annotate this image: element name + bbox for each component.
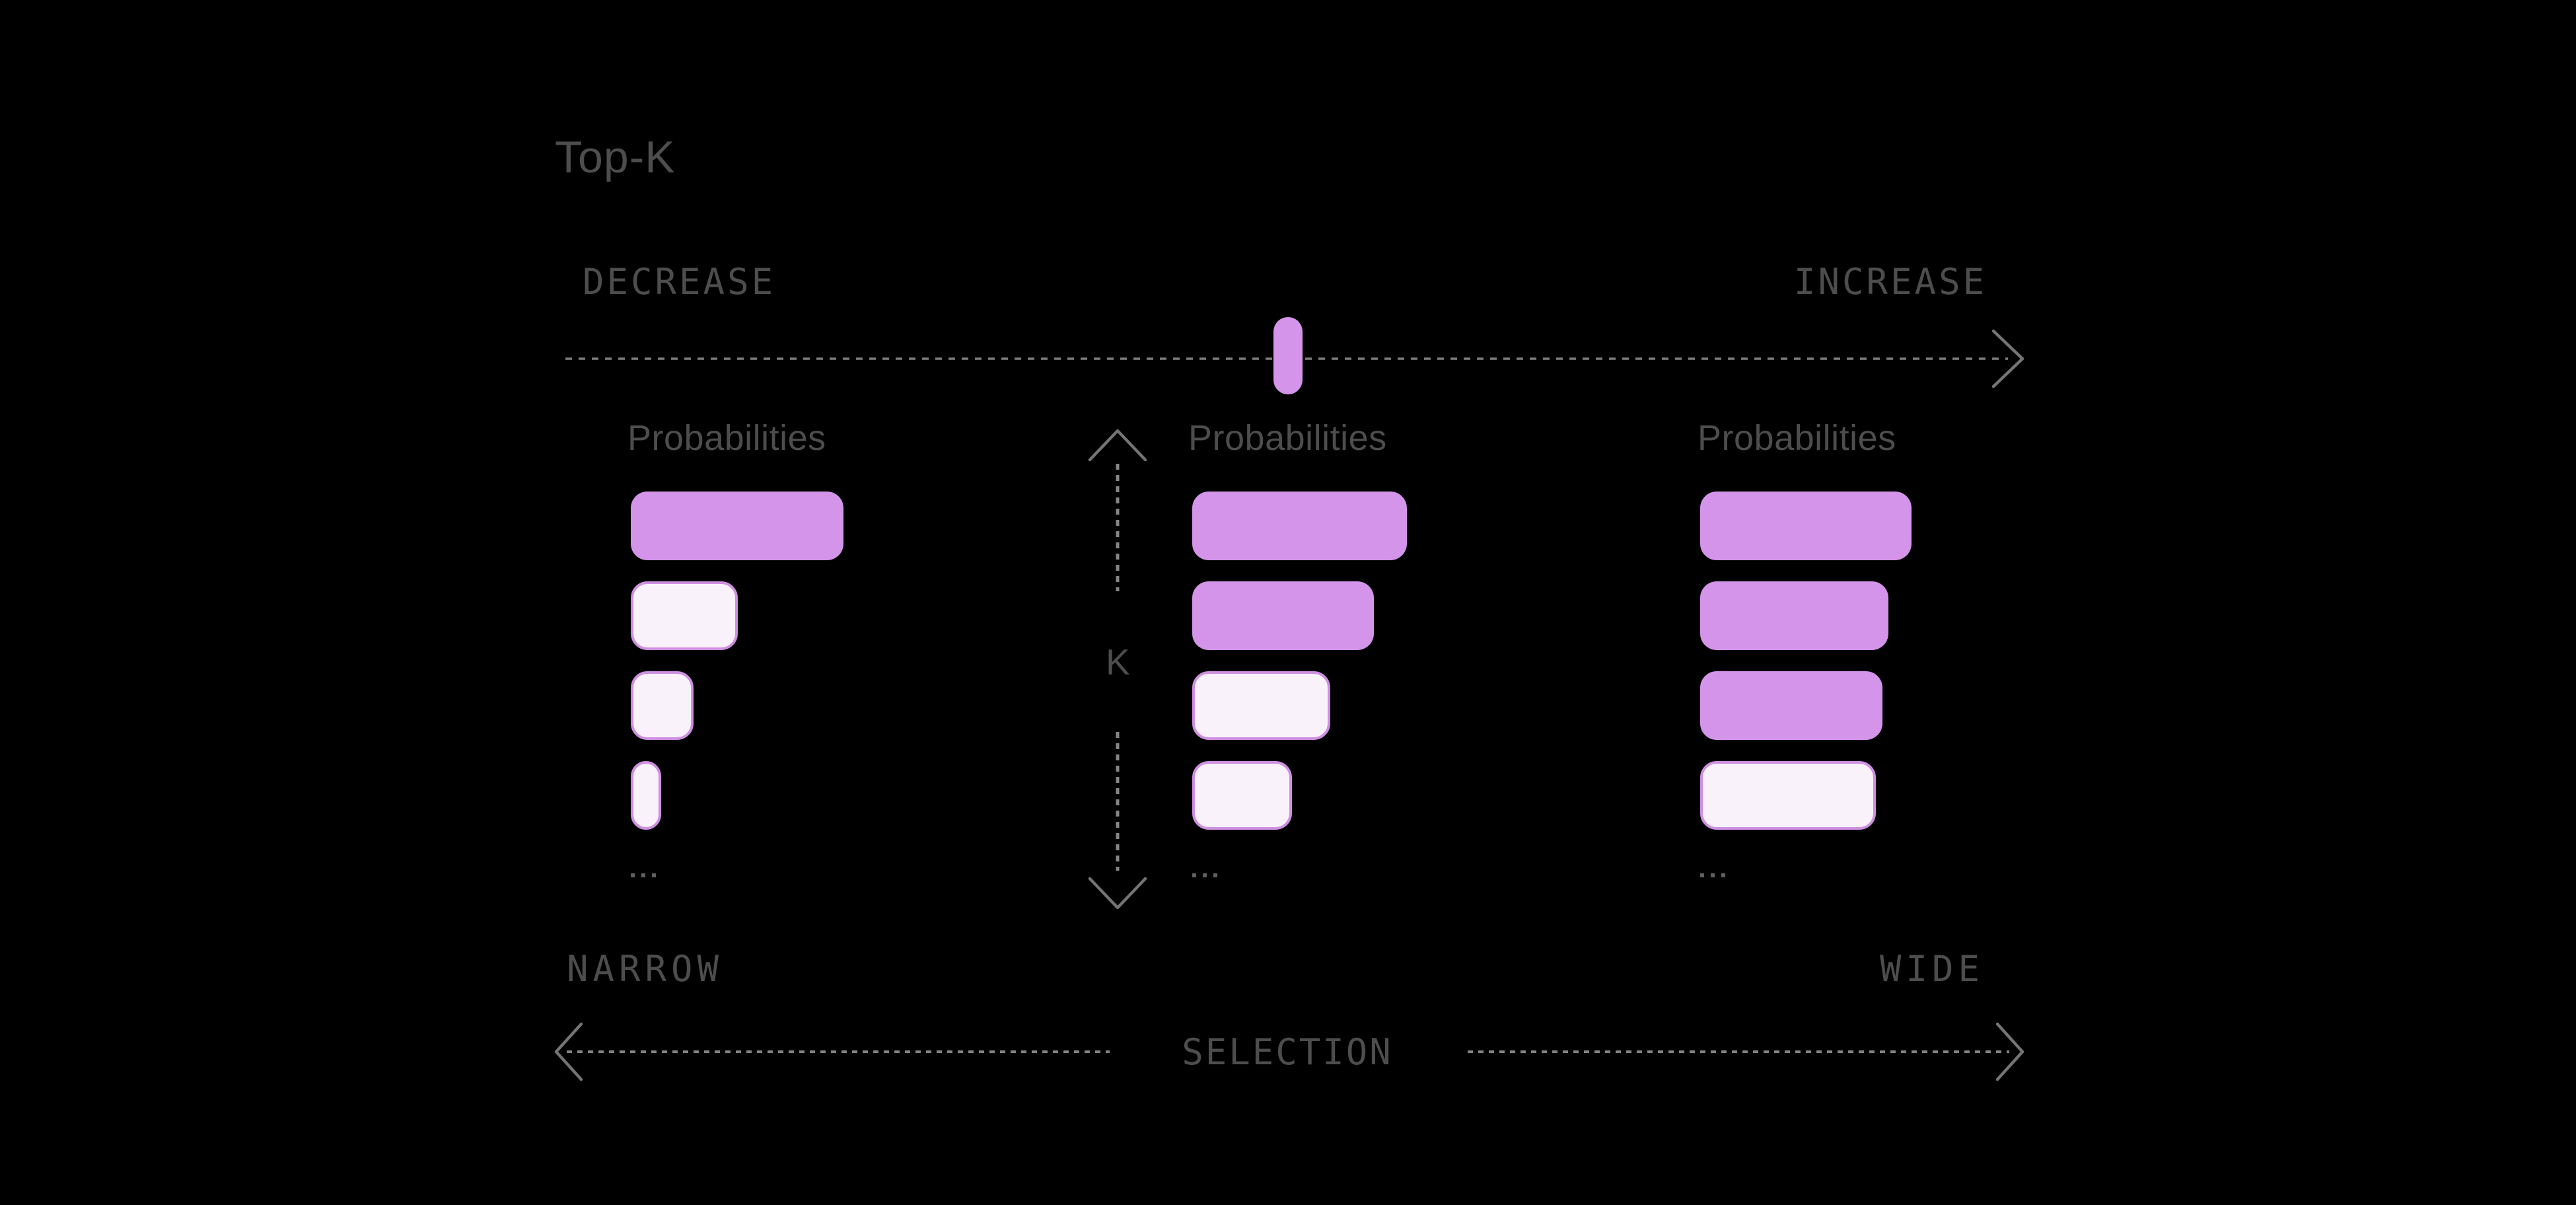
diagram-title: Top-K — [555, 132, 676, 182]
ellipsis-dot — [1213, 873, 1217, 877]
k-range-up-arrowhead-icon — [1088, 429, 1147, 462]
probability-chart-low-k — [631, 492, 843, 830]
probabilities-label: Probabilities — [627, 418, 826, 458]
ellipsis-dot — [1700, 873, 1704, 877]
ellipsis — [1700, 873, 1725, 877]
ellipsis-dot — [1192, 873, 1196, 877]
probability-bar — [1192, 581, 1374, 650]
probability-bar — [631, 761, 661, 830]
k-slider-handle[interactable] — [1273, 317, 1303, 394]
probability-bar — [1700, 761, 1876, 830]
probability-bar — [1700, 492, 1912, 560]
ellipsis-dot — [641, 873, 645, 877]
probability-bar — [1192, 761, 1292, 830]
probabilities-label: Probabilities — [1698, 418, 1896, 458]
wide-label: WIDE — [1880, 948, 1985, 990]
probability-bar — [631, 492, 843, 560]
ellipsis-dot — [1711, 873, 1715, 877]
selection-left-arrowhead-icon — [554, 1022, 583, 1081]
probability-chart-high-k — [1700, 492, 1912, 830]
probability-bar — [1700, 671, 1882, 740]
probability-bar — [631, 581, 738, 650]
k-axis-label: K — [1106, 641, 1130, 682]
probabilities-label: Probabilities — [1188, 418, 1387, 458]
probability-bar — [1700, 581, 1888, 650]
decrease-label: DECREASE — [583, 261, 776, 303]
probability-bar — [1192, 671, 1330, 740]
slider-track-right-arrowhead-icon — [1991, 329, 2024, 388]
ellipsis-dot — [1721, 873, 1725, 877]
selection-right-arrowhead-icon — [1995, 1022, 2024, 1081]
ellipsis — [1192, 873, 1217, 877]
k-range-down-arrowhead-icon — [1088, 877, 1147, 910]
ellipsis-dot — [652, 873, 656, 877]
increase-label: INCREASE — [1794, 261, 1987, 303]
selection-label: SELECTION — [1182, 1031, 1393, 1073]
narrow-label: NARROW — [567, 948, 724, 990]
probability-bar — [1192, 492, 1407, 560]
ellipsis-dot — [631, 873, 635, 877]
probability-bar — [631, 671, 694, 740]
ellipsis — [631, 873, 656, 877]
ellipsis-dot — [1203, 873, 1207, 877]
probability-chart-mid-k — [1192, 492, 1407, 830]
